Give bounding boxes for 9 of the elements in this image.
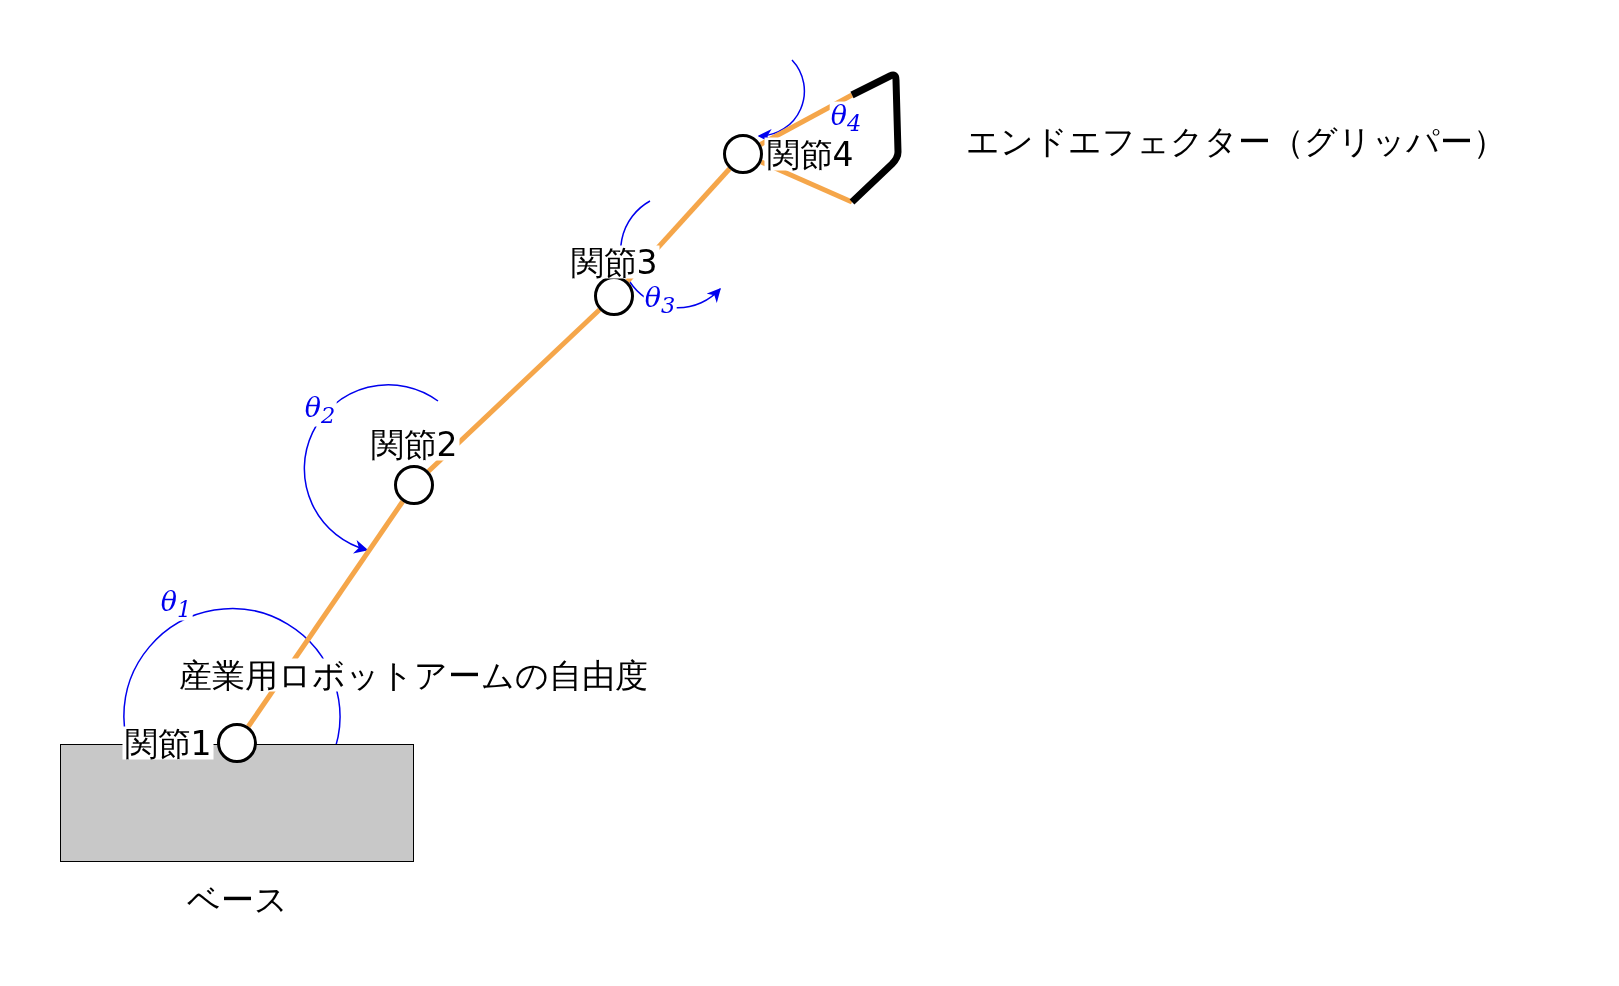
angle-label: θ$_{1}$ <box>159 587 193 621</box>
angle-label: θ$_{2}$ <box>303 393 337 427</box>
joint-circle <box>217 723 257 763</box>
arm-link <box>426 307 602 474</box>
joint-label: 関節1 <box>122 726 214 760</box>
joint-circle <box>723 134 763 174</box>
arm-link <box>759 92 854 147</box>
joint-circle <box>394 465 434 505</box>
arm-link <box>760 159 853 205</box>
